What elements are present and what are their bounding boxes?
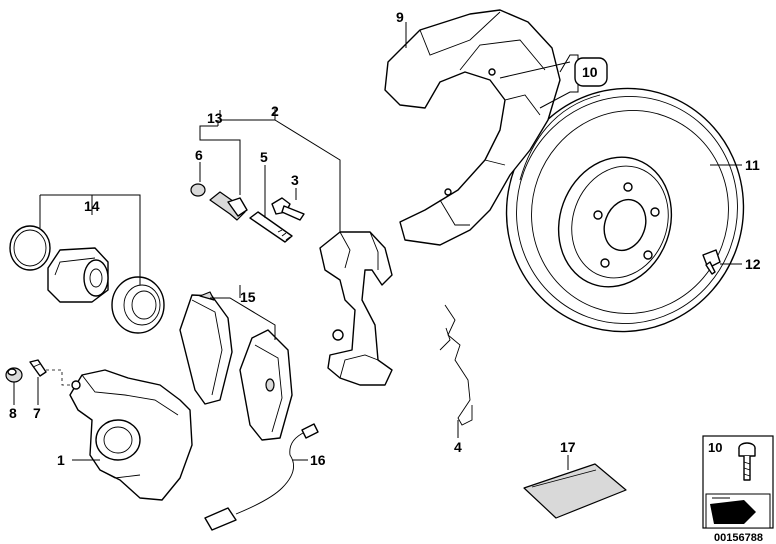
callout-11: 11 xyxy=(745,157,760,173)
callout-16: 16 xyxy=(310,452,326,468)
wear-sensor xyxy=(204,423,319,531)
brake-disc xyxy=(505,87,745,333)
callout-12: 12 xyxy=(745,256,761,272)
callout-1: 1 xyxy=(57,452,65,468)
wheel-bearing xyxy=(47,247,109,303)
caliper-housing xyxy=(69,369,193,501)
callout-15: 15 xyxy=(240,289,256,305)
bearing-seal xyxy=(111,276,165,334)
callout-10: 10 xyxy=(582,64,598,80)
inset-box: 10 xyxy=(702,435,774,529)
callout-3: 3 xyxy=(291,172,299,188)
bleeder-screw xyxy=(29,359,47,377)
grease-packet xyxy=(523,463,627,519)
spring-clip xyxy=(439,304,473,426)
callout-9: 9 xyxy=(396,9,404,25)
inset-arrow-icon xyxy=(705,493,771,529)
brake-splash-shield xyxy=(384,9,561,246)
leader-lines xyxy=(13,22,742,470)
callout-2: 2 xyxy=(271,103,279,119)
callout-13: 13 xyxy=(207,110,223,126)
callout-6: 6 xyxy=(195,147,203,163)
callout-10-box: 10 xyxy=(574,57,608,87)
guide-pin-long xyxy=(249,211,293,243)
callout-17: 17 xyxy=(560,439,576,455)
hex-bolt xyxy=(271,197,305,221)
callout-7: 7 xyxy=(33,405,41,421)
inset-bolt-icon xyxy=(738,442,756,481)
callout-14: 14 xyxy=(84,198,100,214)
brake-pad-outer xyxy=(239,329,293,441)
callout-4: 4 xyxy=(454,439,462,455)
caliper-carrier xyxy=(319,231,393,386)
dust-cap xyxy=(190,183,206,197)
drawing-code: 00156788 xyxy=(714,532,763,544)
callout-8: 8 xyxy=(9,405,17,421)
bearing-o-ring xyxy=(9,225,51,271)
callout-5: 5 xyxy=(260,149,268,165)
guide-sleeve xyxy=(209,191,248,221)
disc-bolt xyxy=(702,249,721,275)
brake-pad-inner xyxy=(179,291,233,405)
inset-label: 10 xyxy=(708,440,722,455)
bleeder-cap xyxy=(5,367,23,383)
